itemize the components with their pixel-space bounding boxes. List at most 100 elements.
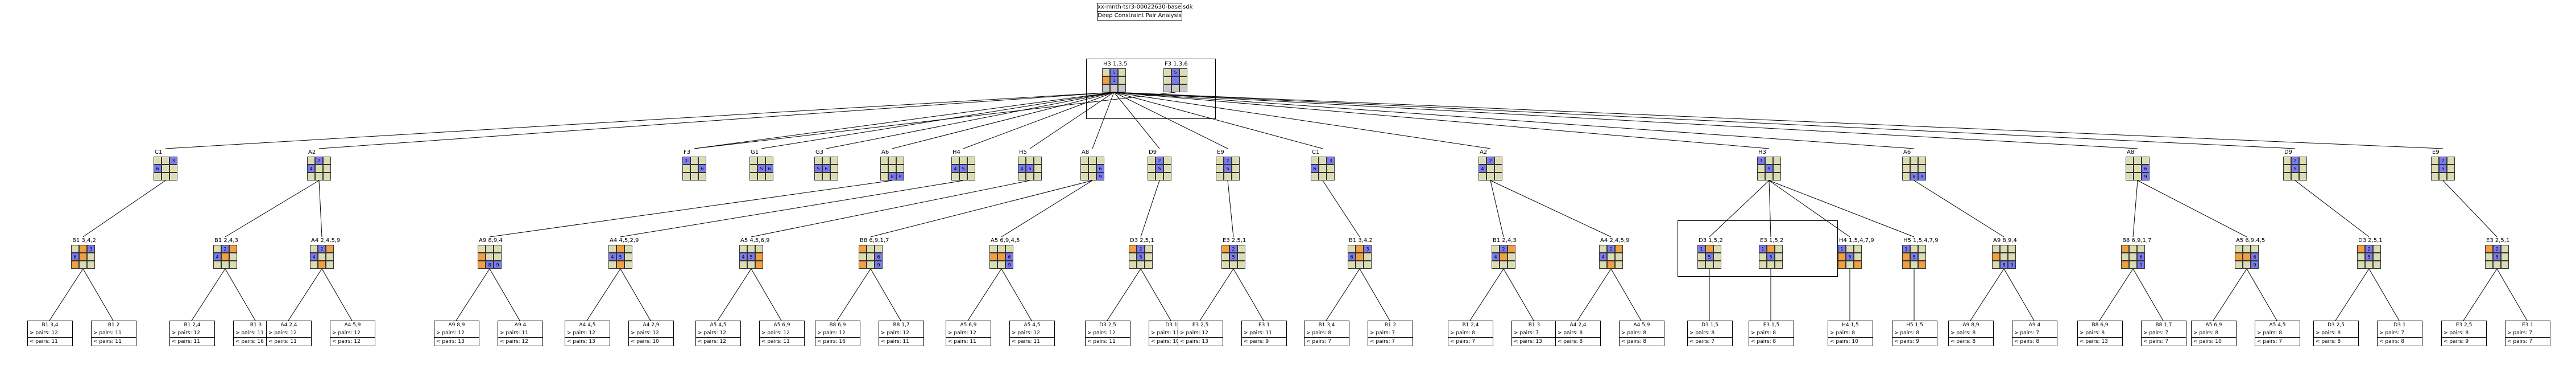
grid-cell: 9 [2251,261,2259,269]
grid-cell: 9 [896,173,904,181]
grid-cell [959,173,967,181]
leaf-pair-count: < pairs: 9 [2441,338,2487,346]
leaf-pair-count: < pairs: 16 [815,338,860,346]
grid-cell [2501,261,2509,269]
grid-cell [1232,165,1240,173]
grid-cell: 1 [1902,245,1910,253]
grid-cell [221,253,229,261]
grid-cell [221,261,229,269]
grid-cell [1221,245,1229,253]
leaf-label: B8 6,9 [815,321,860,330]
grid-cell [1854,253,1862,261]
grid-cell [2129,245,2137,253]
grid-cell [1767,261,1775,269]
grid-cell [1088,165,1096,173]
leaf-label: D3 1,5 [1687,321,1733,330]
tree-edge [489,268,520,321]
node-label: A6 [1903,149,1911,155]
node-label: G1 [751,149,759,155]
node-label: H5 [1019,149,1027,155]
grid-cell: 9 [1918,173,1926,181]
grid-cell: 4 [307,165,315,173]
grid-cell [2126,173,2134,181]
grid-cell [2373,261,2381,269]
grid-cell [867,253,875,261]
grid-cell [698,173,706,181]
grid-cell [1494,173,1502,181]
grid-cell [1319,173,1327,181]
leaf-label: D3 1 [2377,321,2422,330]
grid-cell [213,245,221,253]
grid-cell [1607,253,1615,261]
grid-cell [310,261,318,269]
node-label: A2 [1480,149,1488,155]
leaf-pair-count: < pairs: 8 [2377,338,2422,346]
grid-cell [323,157,331,165]
tree-edge [1469,268,1504,321]
grid-cell [1773,157,1781,165]
grid-cell: 3 [1327,157,1335,165]
grid-cell [213,261,221,269]
leaf-label: H5 1,5 [1892,321,1937,330]
leaf-label: B1 3,4 [27,321,73,330]
leaf-label: E3 2,5 [2441,321,2487,330]
grid-cell [323,165,331,173]
leaf-label: A9 8,9 [434,321,479,330]
leaf-label: A4 4,5 [565,321,610,330]
grid-cell [875,245,883,253]
grid-cell [2121,253,2129,261]
tree-edge [1490,180,1504,237]
tree-edge [288,268,322,321]
grid-cell [326,245,334,253]
grid-cell [2447,157,2455,165]
tree-edge [1503,268,1534,321]
grid-cell [2008,245,2016,253]
node-label: F3 [684,149,691,155]
grid-cell [867,261,875,269]
node-label: A2 [308,149,316,155]
grid-cell [1607,261,1615,269]
grid-cell: 6 [2137,253,2145,261]
grid-cell: 5 [959,165,967,173]
grid-cell [880,165,888,173]
tree-edge [2463,268,2498,321]
grid-cell [1478,173,1486,181]
tree-edge [620,180,964,237]
grid-cell [2485,261,2493,269]
tree-edge [318,92,1115,149]
node-label: H3 1,3,5 [1103,61,1128,67]
grid-cell [624,245,632,253]
node-label: D3 2,5,1 [2358,237,2383,244]
grid-cell [1615,253,1623,261]
leaf-pair-count: > pairs: 12 [27,329,73,338]
grid-cell [989,261,997,269]
grid-cell [1327,173,1335,181]
grid-cell [997,261,1005,269]
leaf-pair-count: < pairs: 7 [1687,338,1733,346]
grid-cell [2121,261,2129,269]
grid-cell [1163,76,1171,84]
grid-cell [1767,245,1775,253]
grid-cell [616,245,624,253]
tree-edge [2496,268,2528,321]
grid-cell [2134,165,2142,173]
leaf-pair-count: > pairs: 12 [628,329,674,338]
grid-cell [229,245,237,253]
leaf-pair-count: > pairs: 12 [946,329,991,338]
leaf-pair-count: > pairs: 7 [1511,329,1557,338]
grid-cell [1765,173,1773,181]
grid-cell [747,245,755,253]
grid-cell [888,157,896,165]
grid-cell [229,253,237,261]
grid-cell [169,165,177,173]
grid-cell [2129,261,2137,269]
grid-cell [326,253,334,261]
